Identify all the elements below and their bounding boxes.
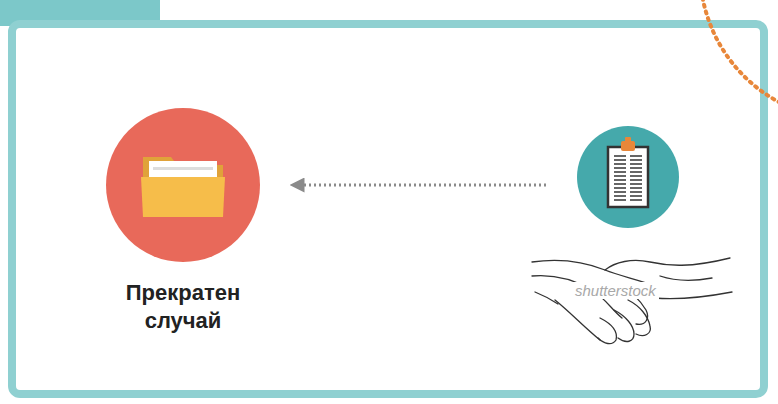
circle-shape: [105, 107, 261, 263]
folder-icon: [141, 157, 225, 217]
clipboard-icon: [608, 137, 648, 207]
panel-frame: [12, 24, 764, 394]
folder-circle: Прекратен случай: [105, 107, 261, 335]
clipboard-circle: [576, 125, 680, 229]
node-label: Прекратен случай: [113, 279, 253, 335]
watermark: shutterstock: [572, 282, 659, 299]
handshake-drawing: [532, 258, 732, 344]
dotted-arrow: [291, 184, 546, 187]
dotted-arc: [700, 0, 778, 120]
circle-shape: [576, 125, 680, 229]
